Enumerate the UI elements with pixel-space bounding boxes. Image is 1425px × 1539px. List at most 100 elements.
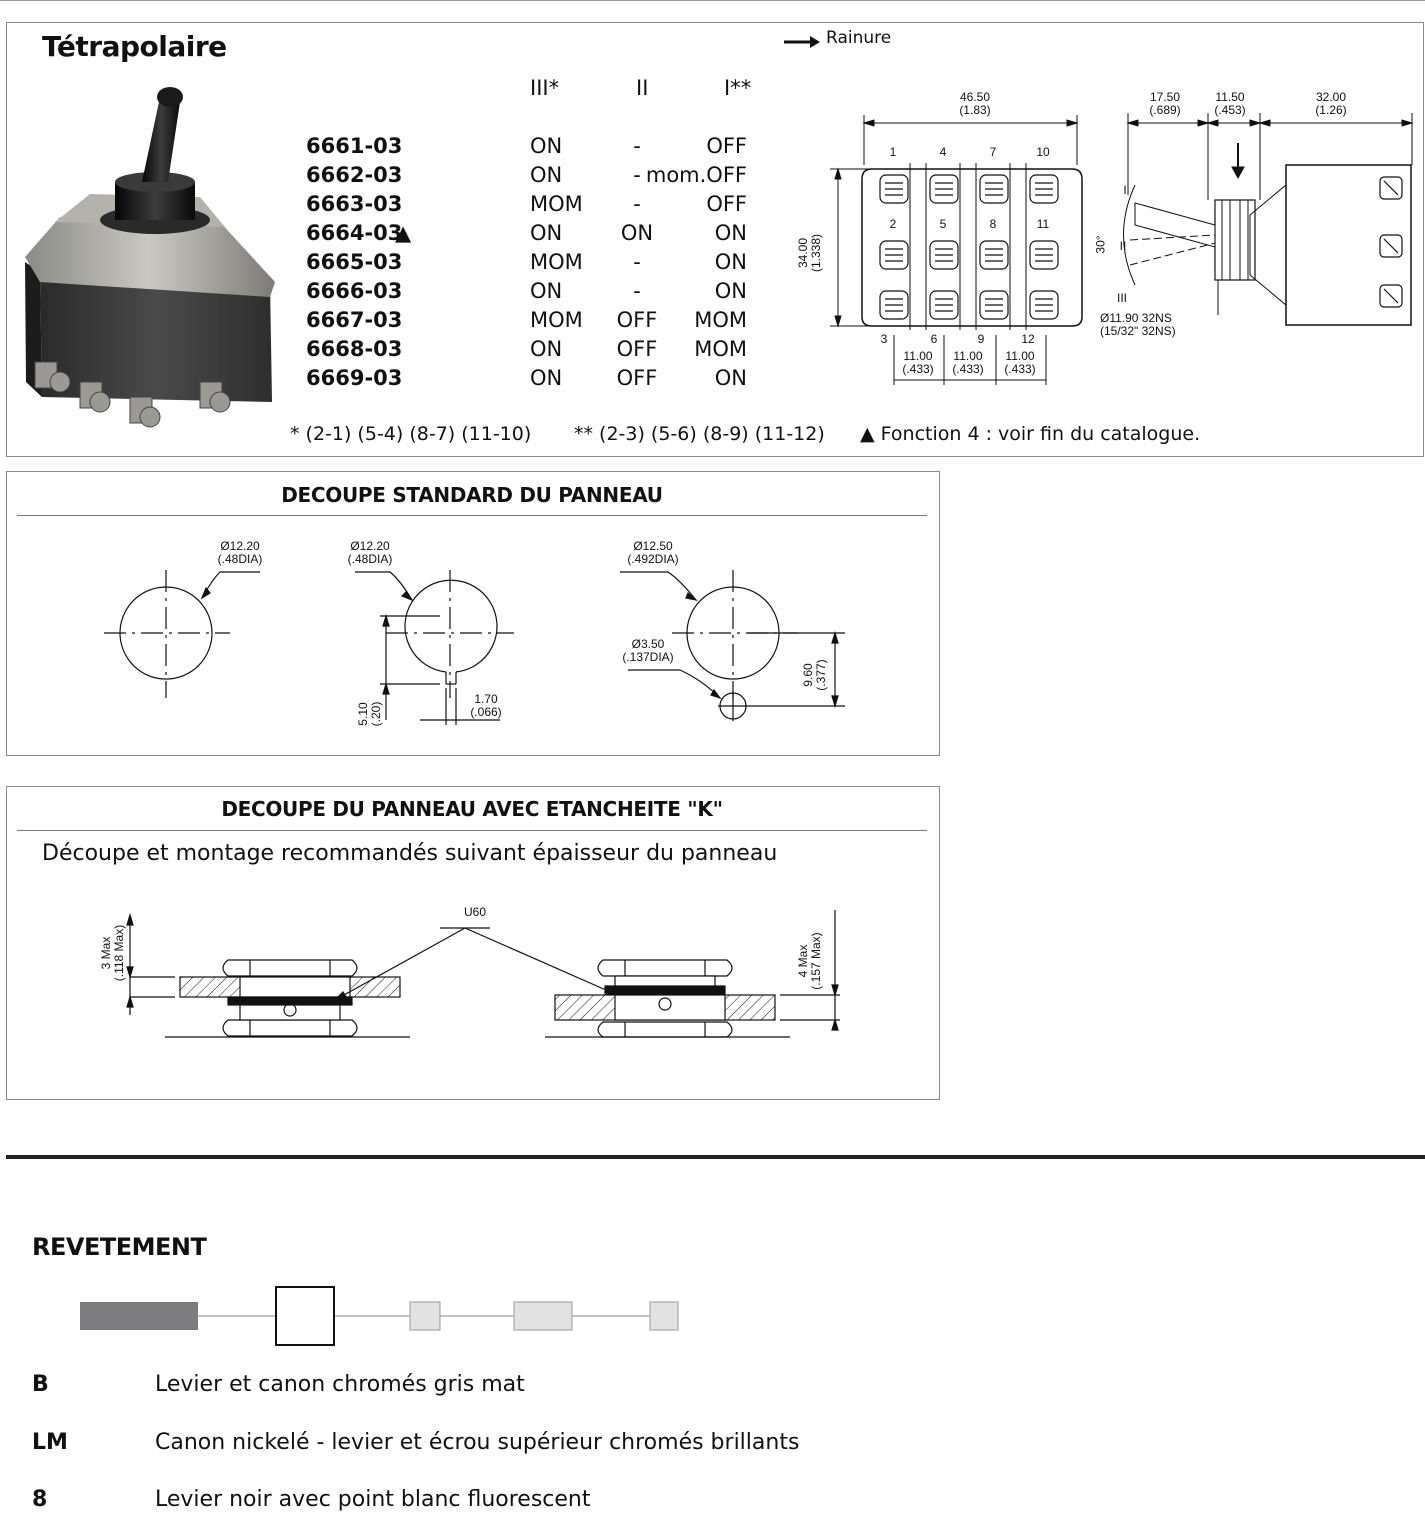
cutout-2-width-dimension: 1.70(.066) [464,693,508,719]
cutout-2-height-in: (.20) [369,701,383,727]
pitch-in: (.433) [902,362,934,376]
cutout-3-in: (.492DIA) [627,552,679,566]
side-view-drawing [1123,113,1414,326]
cutout-2-height-dimension: 5.10(.20) [356,689,383,739]
pos3-value: MOM [530,308,583,332]
sealed-mounting-drawing [126,910,840,1038]
pos2-value: - [633,134,641,158]
pos3-value: MOM [530,250,583,274]
terminal-number: 3 [880,332,888,346]
model-code: 6663-03 [306,192,403,216]
width-mm: 46.50 [959,90,991,104]
model-code: 6661-03 [306,134,403,158]
code-block [513,1301,573,1331]
cutout-3-dimension: Ø12.50(.492DIA) [620,540,686,566]
pitch-mm: 11.00 [1005,349,1035,363]
coating-code: LM [32,1430,68,1455]
width-dimension: 46.50 (1.83) [945,91,1005,117]
pitch-dimension: 11.00(.433) [894,350,942,376]
cutout-3-offset-in: (.377) [814,659,828,691]
pitch-mm: 11.00 [953,349,983,363]
footnote-double-star: ** (2-3) (5-6) (8-9) (11-12) [574,423,825,445]
terminal-number: 11 [1036,217,1050,231]
cutout-1-in: (.48DIA) [217,552,263,566]
footnote-star: * (2-1) (5-4) (8-7) (11-10) [290,423,532,445]
col-header-pos2: II [636,76,649,100]
side-dim-2-mm: 11.50 [1215,90,1245,104]
terminal-number: 5 [939,217,947,231]
thread-dimension: Ø11.90 32NS(15/32" 32NS) [1100,312,1200,338]
pos1-value: ON [714,366,747,390]
terminal-number: 1 [889,145,897,159]
coating-code: B [32,1372,49,1397]
side-dim-3: 32.00(1.26) [1306,91,1356,117]
terminal-number: 8 [989,217,997,231]
pos1-value: ON [714,221,747,245]
terminal-layout-drawing [830,115,1083,385]
cutout-3-mm: Ø12.50 [633,539,673,553]
thread-mm: Ø11.90 32NS [1100,311,1172,325]
cutout-2-height-mm: 5.10 [356,702,370,726]
side-dim-2: 11.50(.453) [1205,91,1255,117]
pos1-value: ON [714,250,747,274]
pos1-value: mom.OFF [645,163,747,187]
heading-rule [17,830,927,831]
toggle-switch-image [25,87,275,428]
coating-description: Levier noir avec point blanc fluorescent [155,1487,591,1512]
pos1-value: OFF [706,192,747,216]
cutout-1-mm: Ø12.20 [220,539,260,553]
sealed-cutout-panel [6,786,940,1100]
groove-label: Rainure [826,28,892,48]
side-dim-1: 17.50(.689) [1140,91,1190,117]
position-III: III [1116,291,1127,305]
side-dim-3-mm: 32.00 [1315,90,1347,104]
pos2-value: - [633,163,641,187]
pos3-value: ON [530,221,563,245]
code-block [649,1301,679,1331]
sealed-cutout-subtitle: Découpe et montage recommandés suivant é… [42,841,778,866]
model-code: 6665-03 [306,250,403,274]
cutout-2-mm: Ø12.20 [350,539,390,553]
pos3-value: ON [530,366,563,390]
side-dim-2-in: (.453) [1214,103,1246,117]
model-code: 6669-03 [306,366,403,390]
right-max-in: (.157 Max) [809,932,823,990]
position-II: II [1119,239,1127,253]
model-code: 6664-03 [306,221,403,245]
terminal-number: 4 [939,145,947,159]
terminal-number: 7 [989,145,997,159]
pos1-value: OFF [706,134,747,158]
heading-rule [17,515,927,516]
side-dim-1-in: (.689) [1149,103,1181,117]
pitch-mm: 11.00 [903,349,933,363]
model-code: 6666-03 [306,279,403,303]
seal-label: U60 [463,905,486,919]
cutout-3-offset-mm: 9.60 [801,663,815,687]
terminal-number: 2 [889,217,897,231]
left-max-dimension: 3 Max(.118 Max) [99,918,126,988]
pos2-value: ON [620,221,654,245]
right-arrow-icon [784,36,820,48]
pos1-value: ON [714,279,747,303]
terminal-number: 9 [977,332,985,346]
cutout-1-dimension: Ø12.20(.48DIA) [210,540,270,566]
height-dimension: 34.00 (1.338) [796,213,823,293]
pos1-value: MOM [694,337,747,361]
width-in: (1.83) [959,103,991,117]
page-title: Tétrapolaire [42,30,227,63]
model-marker: ▲ [395,221,412,245]
code-block [409,1301,441,1331]
pitch-in: (.433) [952,362,984,376]
lever-angle: 30° [1093,235,1108,254]
cutout-3-small-mm: Ø3.50 [631,637,665,651]
terminal-number: 10 [1036,145,1050,159]
coating-heading: REVETEMENT [32,1233,207,1261]
code-block-filled [80,1302,198,1330]
footnote-function: ▲ Fonction 4 : voir fin du catalogue. [860,423,1201,445]
standard-cutout-panel [6,471,940,756]
pos3-value: ON [530,337,563,361]
section-divider [6,1155,1425,1159]
pos3-value: ON [530,134,563,158]
right-max-dimension: 4 Max(.157 Max) [796,926,823,996]
pos2-value: - [633,192,641,216]
